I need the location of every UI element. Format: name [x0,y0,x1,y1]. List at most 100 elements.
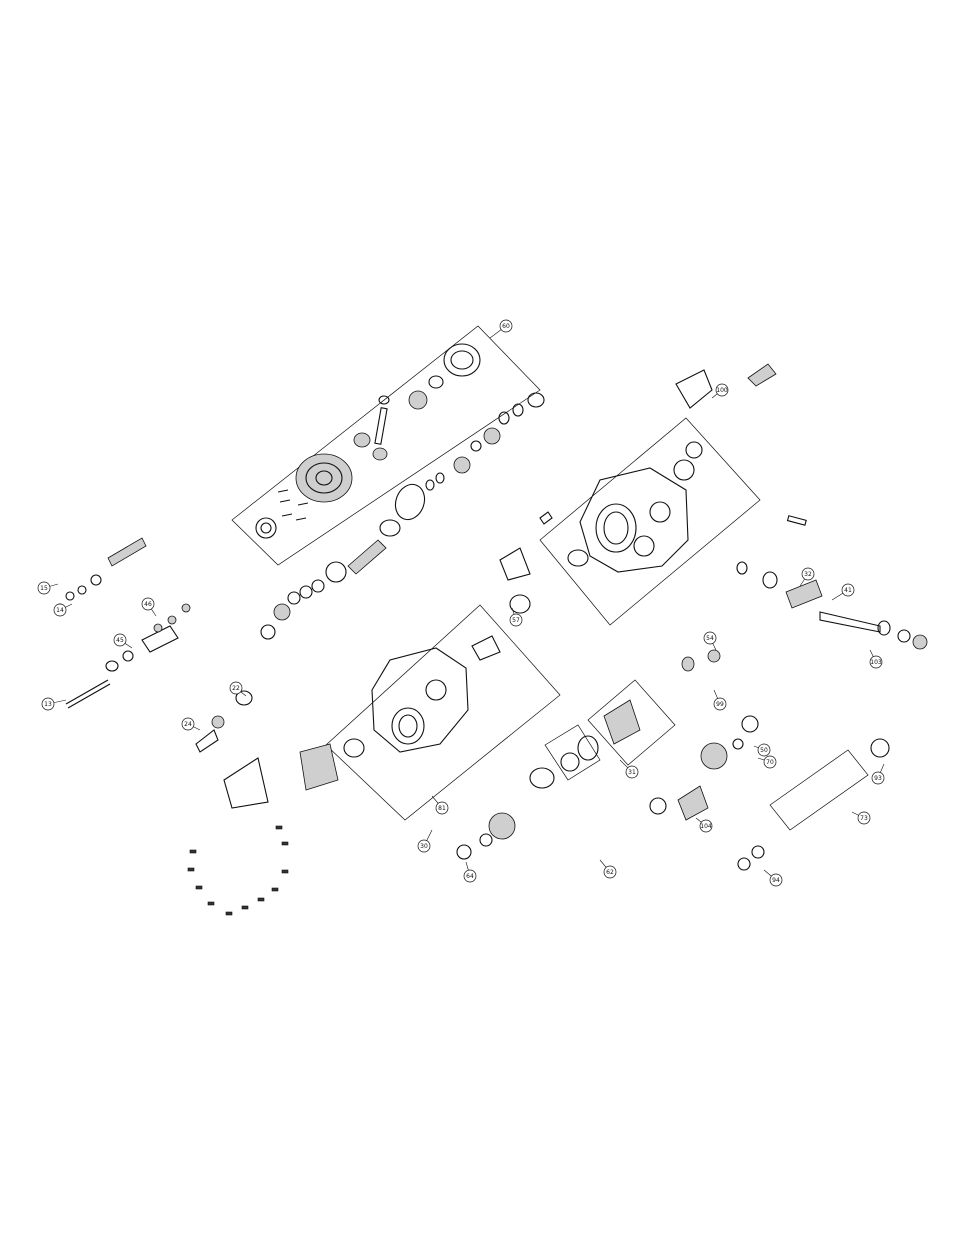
callout-45: 45 [113,633,133,649]
callout-bubble [463,869,477,883]
callout-bubble [141,597,155,611]
callout-label: 13 [44,701,52,708]
callout-bubble [841,583,855,597]
callout-layer: 1314152224303132414546505457606264707381… [37,319,885,887]
sensor [747,363,777,387]
thrust-washer [379,519,401,537]
callout-label: 81 [438,805,446,812]
callout-label: 45 [116,637,124,644]
case-seal-left [343,738,365,758]
seal [255,517,277,539]
callout-bubble [715,383,729,397]
callout-label: 24 [184,721,192,728]
callout-100: 100 [711,383,729,399]
pump-housing [299,743,339,791]
callout-label: 64 [466,873,474,880]
callout-73: 73 [851,811,871,825]
drive-gear [700,742,728,770]
pinion-shaft [347,539,387,575]
callout-99: 99 [713,689,727,711]
group-frames [231,325,869,831]
left-case-half [371,647,469,753]
callout-bubble [871,771,885,785]
frame-left-case-group [325,604,561,821]
frame-differential-group [231,325,541,566]
callout-bubble [37,581,51,595]
gear-sets [456,649,890,871]
gear-disc [325,561,347,583]
callout-bubble [801,567,815,581]
output-shaft [819,611,881,633]
case-seal [567,549,589,567]
callout-60: 60 [489,319,513,339]
left-case-group [343,547,531,758]
shift-assembly [55,537,191,709]
pinion-gear [408,390,428,410]
callout-93: 93 [871,763,885,785]
callout-64: 64 [463,861,477,883]
callout-81: 81 [431,795,449,815]
link-plate [195,729,219,753]
callout-94: 94 [763,869,783,887]
callout-bubble [703,631,717,645]
right-case-group [539,363,807,573]
callout-46: 46 [141,597,157,617]
callout-104: 104 [695,817,713,833]
callout-label: 57 [512,617,520,624]
shift-rod [65,679,109,705]
ring-gear [295,453,353,503]
callout-label: 73 [860,815,868,822]
callout-bubble [53,603,67,617]
callout-label: 99 [716,701,724,708]
callout-bubble [509,613,523,627]
cover [529,767,555,789]
countershaft [603,699,641,745]
differential-group [255,343,545,539]
callout-label: 30 [420,843,428,850]
callout-bubble [699,819,713,833]
callout-bubble [625,765,639,779]
callout-bubble [757,743,771,757]
callout-54: 54 [703,631,717,651]
bolt-ring [187,825,289,916]
frame-shaft-group [587,679,676,766]
callout-label: 46 [144,601,152,608]
callout-50: 50 [753,743,771,757]
bearing [527,392,545,408]
callout-31: 31 [619,759,639,779]
callout-bubble [769,873,783,887]
callout-103: 103 [869,649,883,669]
callout-62: 62 [599,859,617,879]
plug [539,511,553,525]
end-bearing [260,624,276,640]
frame-output-shaft-group [769,749,869,831]
callout-label: 60 [502,323,510,330]
callout-24: 24 [181,717,201,731]
callout-label: 50 [760,747,768,754]
callout-bubble [499,319,513,333]
callout-14: 14 [53,603,73,617]
case-bore-left [391,707,425,745]
key-pin [786,515,807,526]
pinion-row [260,539,387,640]
coupling-sleeve [785,579,823,609]
drive-chain [394,483,426,521]
callout-32: 32 [799,567,815,587]
callout-label: 70 [766,759,774,766]
case-bore [595,503,637,553]
side-gear [453,456,471,474]
bolts-set [277,489,309,521]
gear-small [235,690,253,706]
callout-label: 62 [606,869,614,876]
callout-30: 30 [417,829,433,853]
callout-bubble [763,755,777,769]
callout-label: 22 [232,685,240,692]
callout-label: 100 [716,387,728,394]
callout-bubble [857,811,871,825]
diff-housing-cap [443,343,481,377]
callout-bubble [435,801,449,815]
bracket-group [195,690,339,809]
mount-bracket [223,757,269,809]
